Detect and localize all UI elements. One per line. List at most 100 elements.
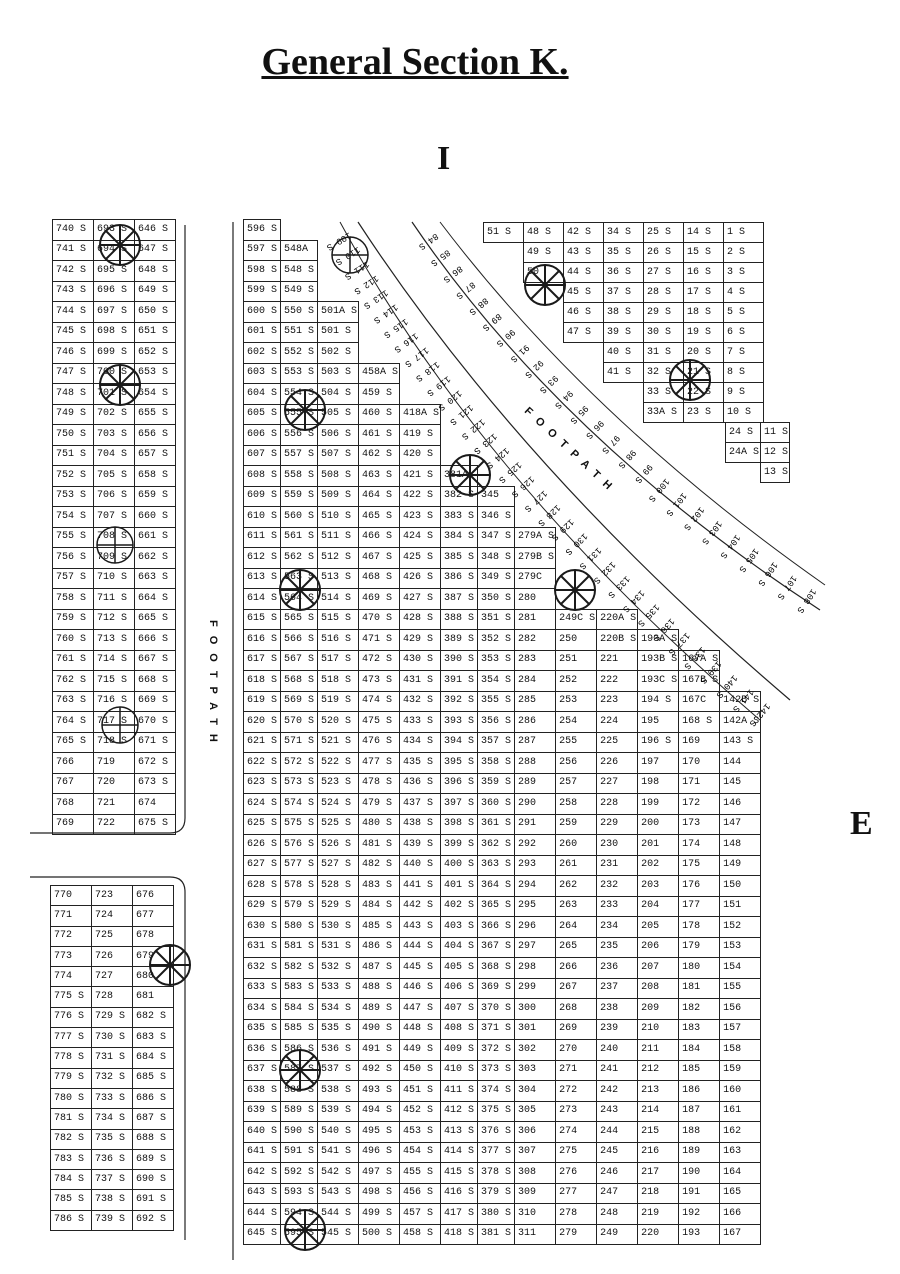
plot-cell: 691 S [132,1189,174,1211]
plot-cell [604,403,644,423]
plot-cell: 179 [678,936,721,958]
plot-cell: 439 S [399,834,442,856]
plot-cell: 559 S [280,485,318,507]
plot-cell: 227 [596,772,639,794]
plot-cell: 701 S [93,383,135,405]
plot-cell: 404 S [440,936,479,958]
plot-cell [679,609,720,630]
plot-cell: 521 S [316,731,360,753]
plot-cell: 746 S [52,342,94,364]
plot-cell: 369 S [477,977,516,999]
plot-cell [359,343,400,364]
plot-cell: 677 [132,905,174,927]
plot-cell: 197 [637,752,680,774]
plot-cell: 698 S [93,321,135,343]
plot-cell [761,568,798,589]
plot-cell [556,527,597,548]
plot-cell [597,466,638,487]
plot-cell [720,548,761,569]
plot-cell: 354 S [477,670,516,692]
plot-cell: 512 S [316,547,360,569]
plot-cell [478,425,515,446]
plot-cell: 624 S [243,793,281,815]
plot-cell: 608 S [243,465,281,487]
plot-cell: 750 S [52,424,94,446]
plot-cell [359,220,400,241]
plot-cell: 184 [678,1039,721,1061]
plot-cell: 735 S [91,1128,133,1150]
plot-cell: 563 S [280,567,318,589]
plot-cell [638,486,679,507]
plot-cell: 673 S [134,772,176,794]
plot-cell: 516 S [316,629,360,651]
plot-cell [761,322,798,343]
plot-cell: 592 S [280,1162,318,1184]
plot-cell: 23 S [683,402,724,423]
plot-cell: 360 S [477,793,516,815]
plot-cell: 618 S [243,670,281,692]
plot-cell: 537 S [316,1059,360,1081]
plot-cell: 731 S [91,1047,133,1069]
plot-cell: 262 [555,875,598,897]
plot-cell: 214 [637,1100,680,1122]
plot-cell: 583 S [280,977,318,999]
plot-cell: 672 S [134,752,176,774]
plot-cell: 659 S [134,485,176,507]
plot-cell: 25 S [643,222,684,243]
plot-cell: 34 S [603,222,644,243]
plot-cell: 498 S [358,1182,401,1204]
plot-cell: 634 S [243,998,281,1020]
plot-cell [638,527,679,548]
plot-cell: 50 [523,262,564,283]
plot-cell [761,240,798,261]
plot-cell: 577 S [280,854,318,876]
plot-cell: 518 S [316,670,360,692]
plot-cell: 364 S [477,875,516,897]
plot-cell: 193B S [637,649,680,671]
plot-cell: 492 S [358,1059,401,1081]
plot-cell [638,568,679,589]
plot-cell: 228 [596,793,639,815]
plot-cell: 249 [596,1223,639,1245]
plot-cell: 752 S [52,465,94,487]
plot-cell: 699 S [93,342,135,364]
plot-cell: 39 S [603,322,644,343]
plot-cell: 392 S [440,690,479,712]
plot-cell: 449 S [399,1039,442,1061]
plot-cell: 687 S [132,1108,174,1130]
plot-cell: 444 S [399,936,442,958]
plot-cell: 172 [678,793,721,815]
plot-cell: 671 S [134,731,176,753]
plot-cell: 181 [678,977,721,999]
plot-cell: 564 S [280,588,318,610]
plot-cell: 767 [52,772,94,794]
plot-cell: 589 S [280,1100,318,1122]
plot-cell: 486 S [358,936,401,958]
plot-cell: 633 S [243,977,281,999]
plot-cell: 727 [91,966,133,988]
plot-cell: 250 [555,629,598,651]
plot-cell: 147 [719,813,762,835]
plot-cell: 361 S [477,813,516,835]
plot-cell: 558 S [280,465,318,487]
plot-cell: 409 S [440,1039,479,1061]
plot-cell: 206 [637,936,680,958]
plot-cell: 696 S [93,280,135,302]
plot-cell: 375 S [477,1100,516,1122]
plot-cell: 167C [678,690,721,712]
